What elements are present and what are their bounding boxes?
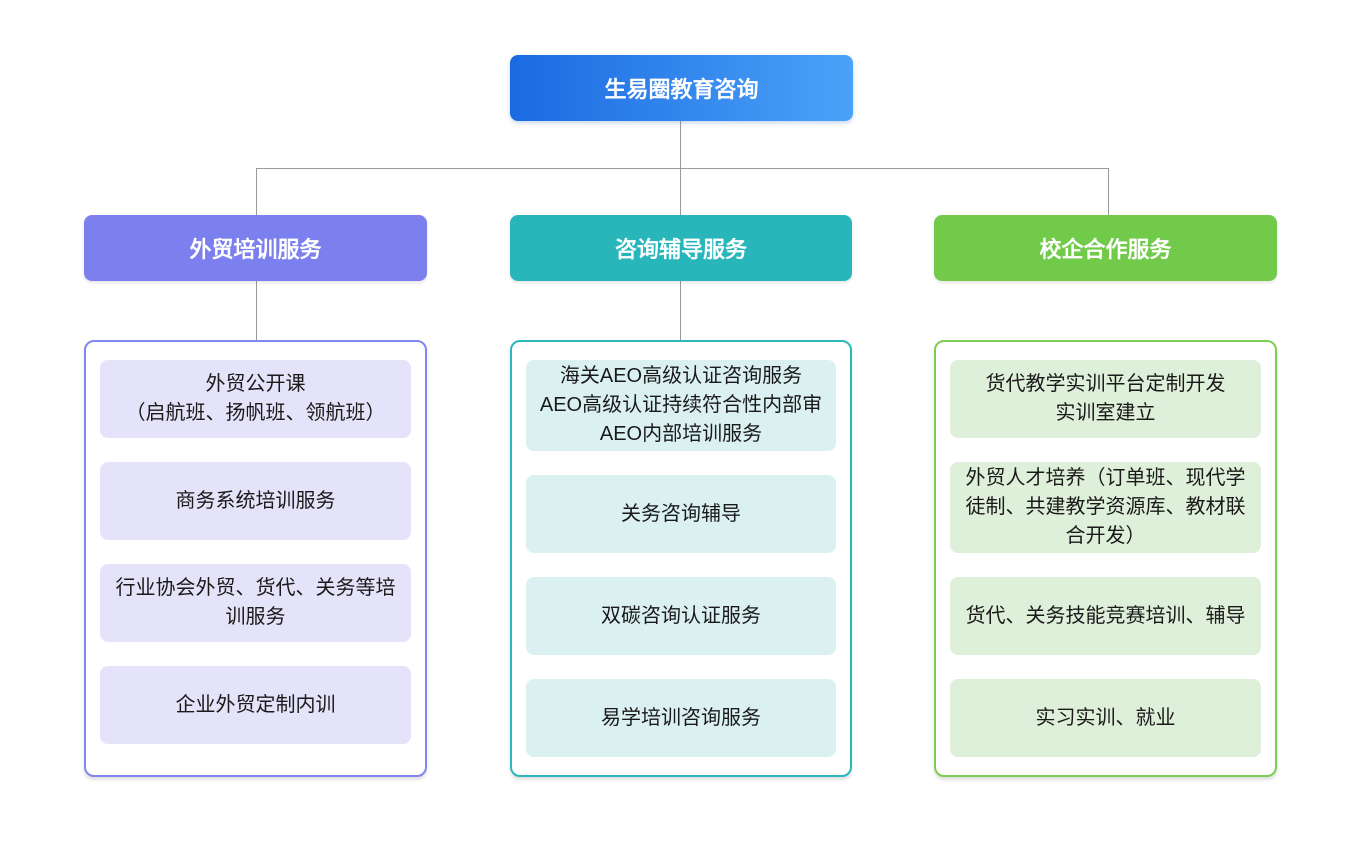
service-item: 货代教学实训平台定制开发 实训室建立 [950,360,1261,438]
root-node: 生易圈教育咨询 [510,55,853,121]
connector-drop-branch-1 [256,168,257,215]
service-item: 货代、关务技能竞赛培训、辅导 [950,577,1261,655]
service-item: 行业协会外贸、货代、关务等培 训服务 [100,564,411,642]
connector-header-to-list-branch-2 [680,281,681,340]
connector-drop-branch-2 [680,168,681,215]
branch-container-consulting-coaching: 海关AEO高级认证咨询服务 AEO高级认证持续符合性内部审 AEO内部培训服务 … [510,340,852,777]
branch-header-school-enterprise-cooperation: 校企合作服务 [934,215,1277,281]
service-item: 企业外贸定制内训 [100,666,411,744]
connector-header-to-list-branch-1 [256,281,257,340]
connector-horizontal-rail [256,168,1108,169]
service-item: 外贸人才培养（订单班、现代学 徒制、共建教学资源库、教材联 合开发） [950,462,1261,553]
branch-container-school-enterprise-cooperation: 货代教学实训平台定制开发 实训室建立 外贸人才培养（订单班、现代学 徒制、共建教… [934,340,1277,777]
branch-container-foreign-trade-training: 外贸公开课 （启航班、扬帆班、领航班） 商务系统培训服务 行业协会外贸、货代、关… [84,340,427,777]
service-item: 实习实训、就业 [950,679,1261,757]
service-item: 商务系统培训服务 [100,462,411,540]
connector-root-stem [680,121,681,168]
branch-header-consulting-coaching: 咨询辅导服务 [510,215,852,281]
connector-drop-branch-3 [1108,168,1109,215]
service-item: 外贸公开课 （启航班、扬帆班、领航班） [100,360,411,438]
service-item: 关务咨询辅导 [526,475,836,553]
branch-header-foreign-trade-training: 外贸培训服务 [84,215,427,281]
service-item: 双碳咨询认证服务 [526,577,836,655]
service-item: 海关AEO高级认证咨询服务 AEO高级认证持续符合性内部审 AEO内部培训服务 [526,360,836,451]
service-item: 易学培训咨询服务 [526,679,836,757]
